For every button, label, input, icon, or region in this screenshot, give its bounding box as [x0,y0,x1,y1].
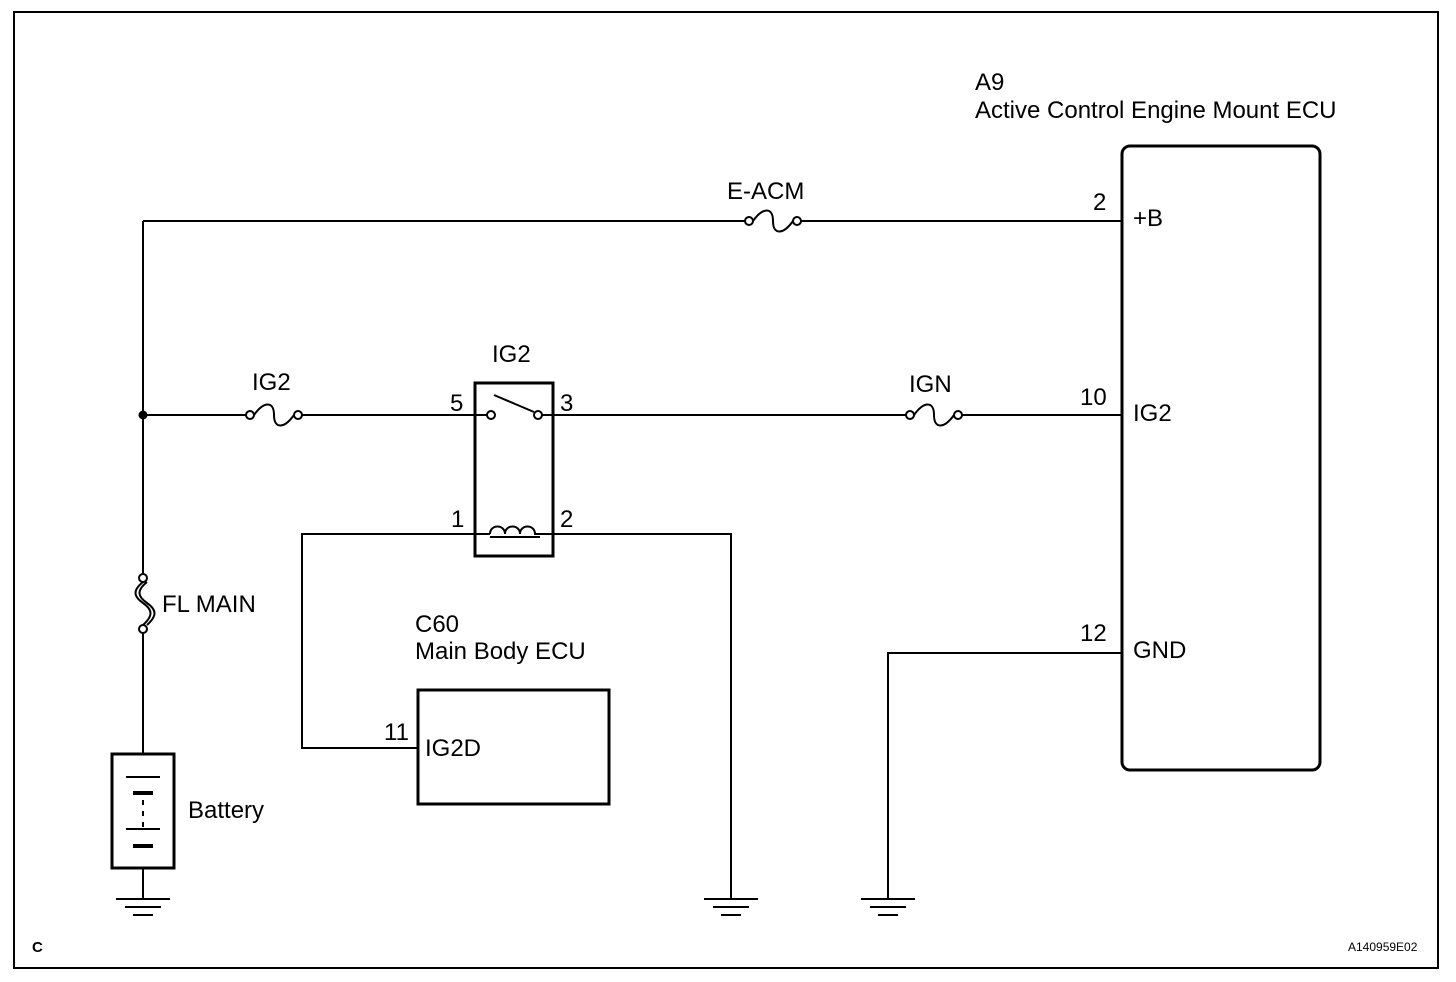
diagram-frame [13,11,1439,969]
fl-main-fusible-link-icon-2 [138,581,156,626]
ground-icon-relay [704,898,758,916]
eacm-circuit: E-ACM [143,178,1122,233]
ign-fuse-terminal-left [905,410,915,420]
figure-id-label: A140959E02 [1348,940,1418,954]
acm-pin-b-label: +B [1133,205,1163,232]
acm-ecu-code: A9 [975,69,1004,96]
ign-fuse-icon [913,403,955,427]
relay-coil-icon [489,525,540,535]
relay-pin-2-number: 2 [560,506,573,533]
ig2-fuse-icon [253,403,295,427]
eacm-fuse-icon [752,209,794,233]
main-body-ecu: C60 Main Body ECU 11 IG2D [384,611,611,806]
acm-ecu-box [1120,144,1322,772]
fl-main-fusible-link-icon [134,581,152,626]
ig2-relay-label: IG2 [492,341,531,368]
acm-ecu-name: Active Control Engine Mount ECU [975,97,1337,124]
acm-pin-gnd-number: 12 [1080,620,1107,647]
ground-icon-battery [116,898,170,916]
relay-switch-blade [493,394,535,413]
fl-main-terminal-top [138,573,148,583]
ig2-relay: IG2 5 3 1 2 [450,341,573,558]
relay-pin-1-number: 1 [451,506,464,533]
relay-pin-3-number: 3 [560,390,573,417]
ign-fuse-terminal-right [953,410,963,420]
corner-left-label: C [32,939,43,956]
wire-acm-gnd [887,652,1122,899]
ig2-fuse-circuit: IG2 [143,369,475,427]
acm-ground-circuit [861,652,1122,916]
fl-main-terminal-bottom [138,624,148,634]
eacm-fuse-label: E-ACM [727,178,804,205]
battery: Battery [110,752,264,916]
battery-label: Battery [188,797,264,824]
ig2-fuse-terminal-left [245,410,255,420]
wire-coil-to-body-ecu [301,533,475,749]
ig2-relay-box [473,381,555,558]
ign-fuse-label: IGN [909,371,952,398]
body-ecu-pin-number: 11 [384,719,409,746]
ig2-fuse-terminal-right [293,410,303,420]
main-bus: FL MAIN [134,221,256,754]
main-body-ecu-box [416,688,611,806]
ig2-fuse-label: IG2 [252,369,291,396]
acm-pin-b-number: 2 [1093,189,1106,216]
main-body-ecu-code: C60 [415,611,459,638]
eacm-fuse-terminal-left [744,216,754,226]
relay-pin-5-number: 5 [450,390,463,417]
fl-main-label: FL MAIN [162,591,256,618]
relay-switch-contact-5 [486,410,496,420]
relay-coil-circuit [301,533,758,916]
acm-pin-ig2-number: 10 [1080,384,1107,411]
relay-switch-contact-3 [533,410,543,420]
eacm-fuse-terminal-right [792,216,802,226]
acm-pin-ig2-label: IG2 [1133,400,1172,427]
wire-coil-to-ground [553,533,732,899]
body-ecu-pin-label: IG2D [425,735,481,762]
ign-fuse-circuit: IGN [553,371,1122,427]
main-body-ecu-name: Main Body ECU [415,638,586,665]
acm-ecu: A9 Active Control Engine Mount ECU 2 +B … [975,69,1337,772]
acm-pin-gnd-label: GND [1133,637,1186,664]
ground-icon-acm [861,898,915,916]
